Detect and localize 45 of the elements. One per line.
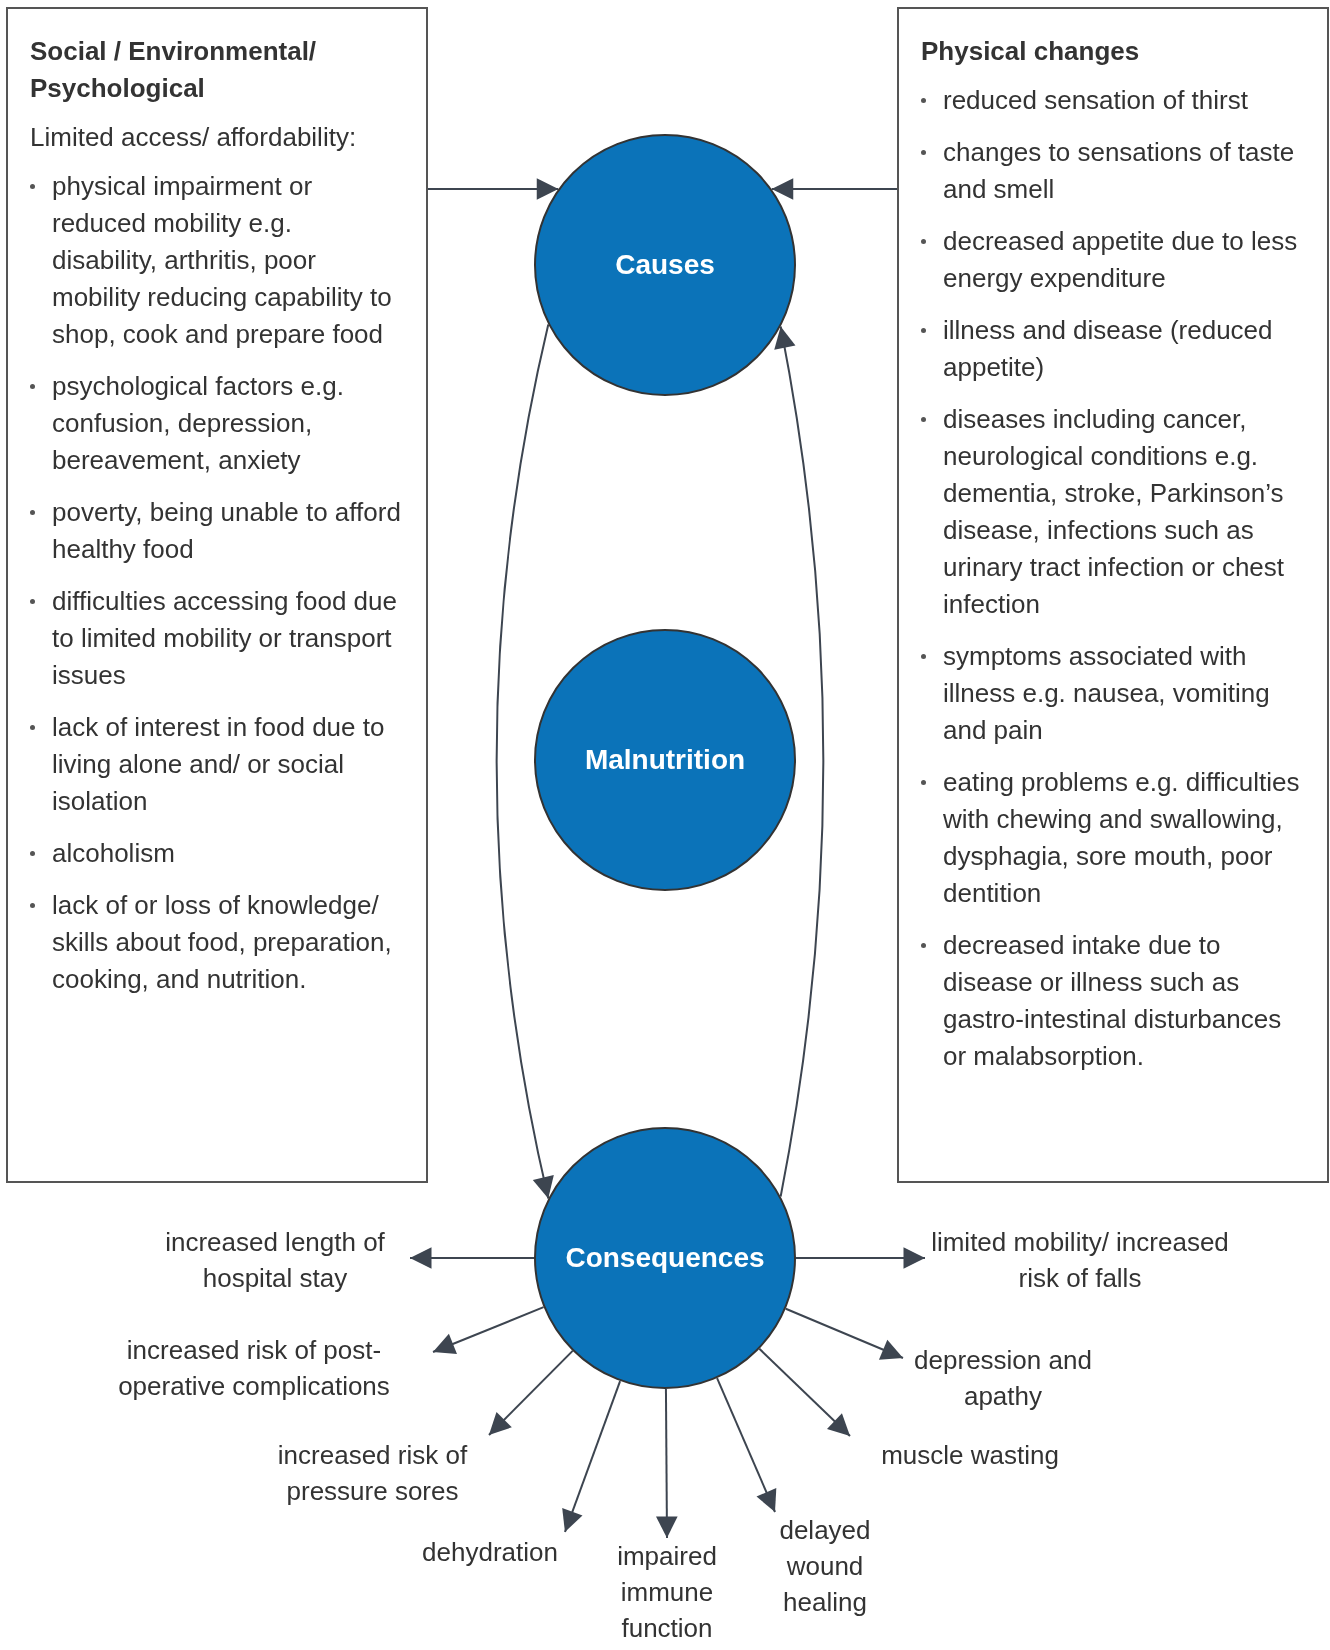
circle-label: Consequences — [565, 1241, 765, 1275]
list-item: illness and disease (reduced appetite) — [943, 314, 1274, 384]
list-item: difficulties accessing food due to limited mobility or transport issues — [52, 585, 398, 692]
arrow — [409, 1247, 535, 1269]
arrow — [758, 1347, 851, 1437]
arrow — [784, 1307, 904, 1360]
list-item: reduced sensation of thirst — [943, 84, 1248, 117]
panel-heading: Physical changes — [921, 35, 1141, 68]
list-item: decreased intake due to disease or illness such as gastro-intestinal disturbances or malabsorption. — [943, 929, 1283, 1073]
arrow — [495, 323, 555, 1200]
outcome-text: impaired immune function — [600, 1538, 734, 1646]
arrow — [427, 178, 560, 200]
arrow — [795, 1247, 926, 1269]
outcome-text: muscle wasting — [845, 1436, 1095, 1474]
panel-heading: Social / Environmental/ Psychological — [30, 35, 318, 105]
info-panel — [897, 7, 1329, 1183]
outcome-text: depression and apathy — [903, 1340, 1103, 1416]
arrow — [562, 1380, 622, 1533]
list-item: diseases including cancer, neurological conditions e.g. dementia, stroke, Parkinson’s disease, infections such as urinary tract infection or chest infection — [943, 403, 1286, 621]
list-item: symptoms associated with illness e.g. nausea, vomiting and pain — [943, 640, 1271, 747]
intro-text: Limited access/ affordability: — [30, 121, 358, 154]
list-item: changes to sensations of taste and smell — [943, 136, 1296, 206]
outcome-text: limited mobility/ increased risk of falls — [925, 1222, 1235, 1298]
arrow — [488, 1349, 574, 1436]
circle-label: Causes — [615, 248, 715, 282]
list-item: lack of interest in food due to living alone and/ or social isolation — [52, 711, 386, 818]
arrow — [432, 1306, 545, 1354]
outcome-text: increased risk of pressure sores — [250, 1435, 495, 1511]
list-item: eating problems e.g. difficulties with chewing and swallowing, dysphagia, sore mouth, poor dentition — [943, 766, 1301, 910]
list-item: psychological factors e.g. confusion, depression, bereavement, anxiety — [52, 370, 345, 477]
outcome-text: increased length of hospital stay — [140, 1222, 410, 1298]
list-item: alcoholism — [52, 837, 175, 870]
arrow — [773, 325, 825, 1198]
arrow — [656, 1388, 678, 1539]
list-item: physical impairment or reduced mobility e.g. disability, arthritis, poor mobility reducing capability to shop, cook and prepare food — [52, 170, 393, 351]
outcome-text: dehydration — [400, 1532, 580, 1572]
list-item: lack of or loss of knowledge/ skills about food, preparation, cooking, and nutrition. — [52, 889, 393, 996]
outcome-text: delayed wound healing — [755, 1512, 895, 1620]
outcome-text: increased risk of post-operative complications — [75, 1330, 433, 1406]
info-panel — [6, 7, 428, 1183]
arrow — [770, 178, 898, 200]
arrow — [716, 1377, 777, 1513]
list-item: decreased appetite due to less energy expenditure — [943, 225, 1299, 295]
circle-label: Malnutrition — [584, 743, 746, 777]
list-item: poverty, being unable to afford healthy food — [52, 496, 402, 566]
